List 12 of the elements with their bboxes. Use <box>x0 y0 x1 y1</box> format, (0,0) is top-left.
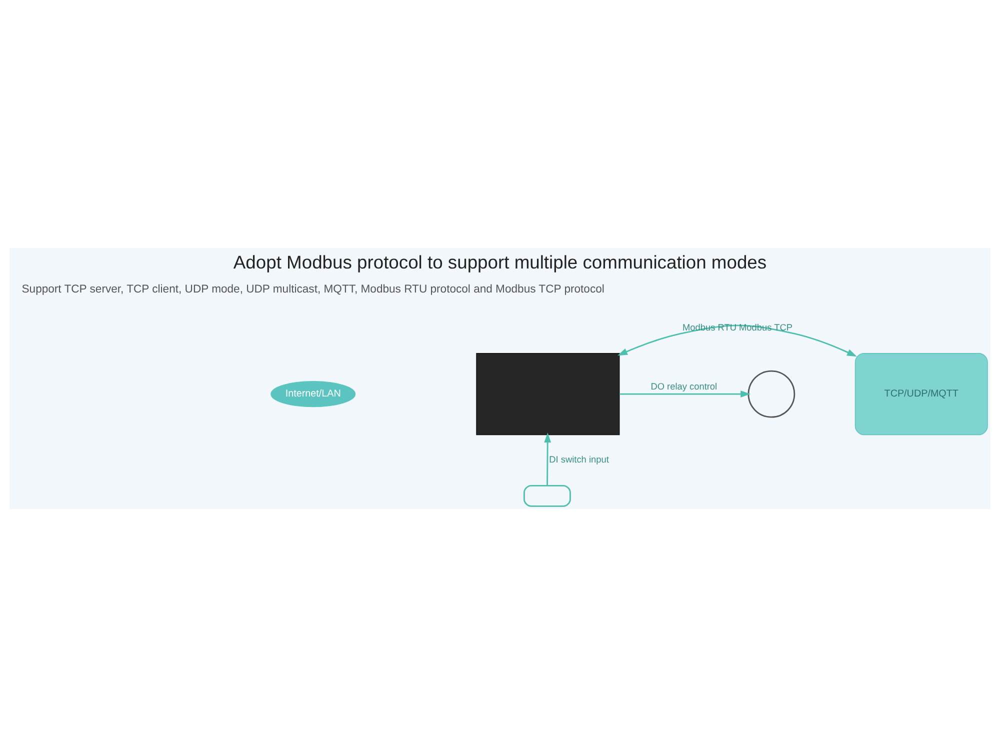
arrow <box>544 432 552 486</box>
arrow <box>618 324 857 356</box>
edge-label: DO relay control <box>650 380 718 391</box>
label: Support TCP server, TCP client, UDP mode, UDP multicast, MQTT, Modbus RTU protocol and Modbus TCP protocol <box>22 282 604 295</box>
node-box: TCP/UDP/MQTT <box>854 352 988 435</box>
node-box <box>476 352 620 435</box>
node-box <box>524 484 571 506</box>
node-circle <box>748 370 796 418</box>
diagram-title: Adopt Modbus protocol to support multiple communication modes <box>233 250 767 272</box>
node-ellipse: Internet/LAN <box>270 380 356 407</box>
edge-label: DI switch input <box>549 454 609 464</box>
arrow <box>620 390 750 398</box>
